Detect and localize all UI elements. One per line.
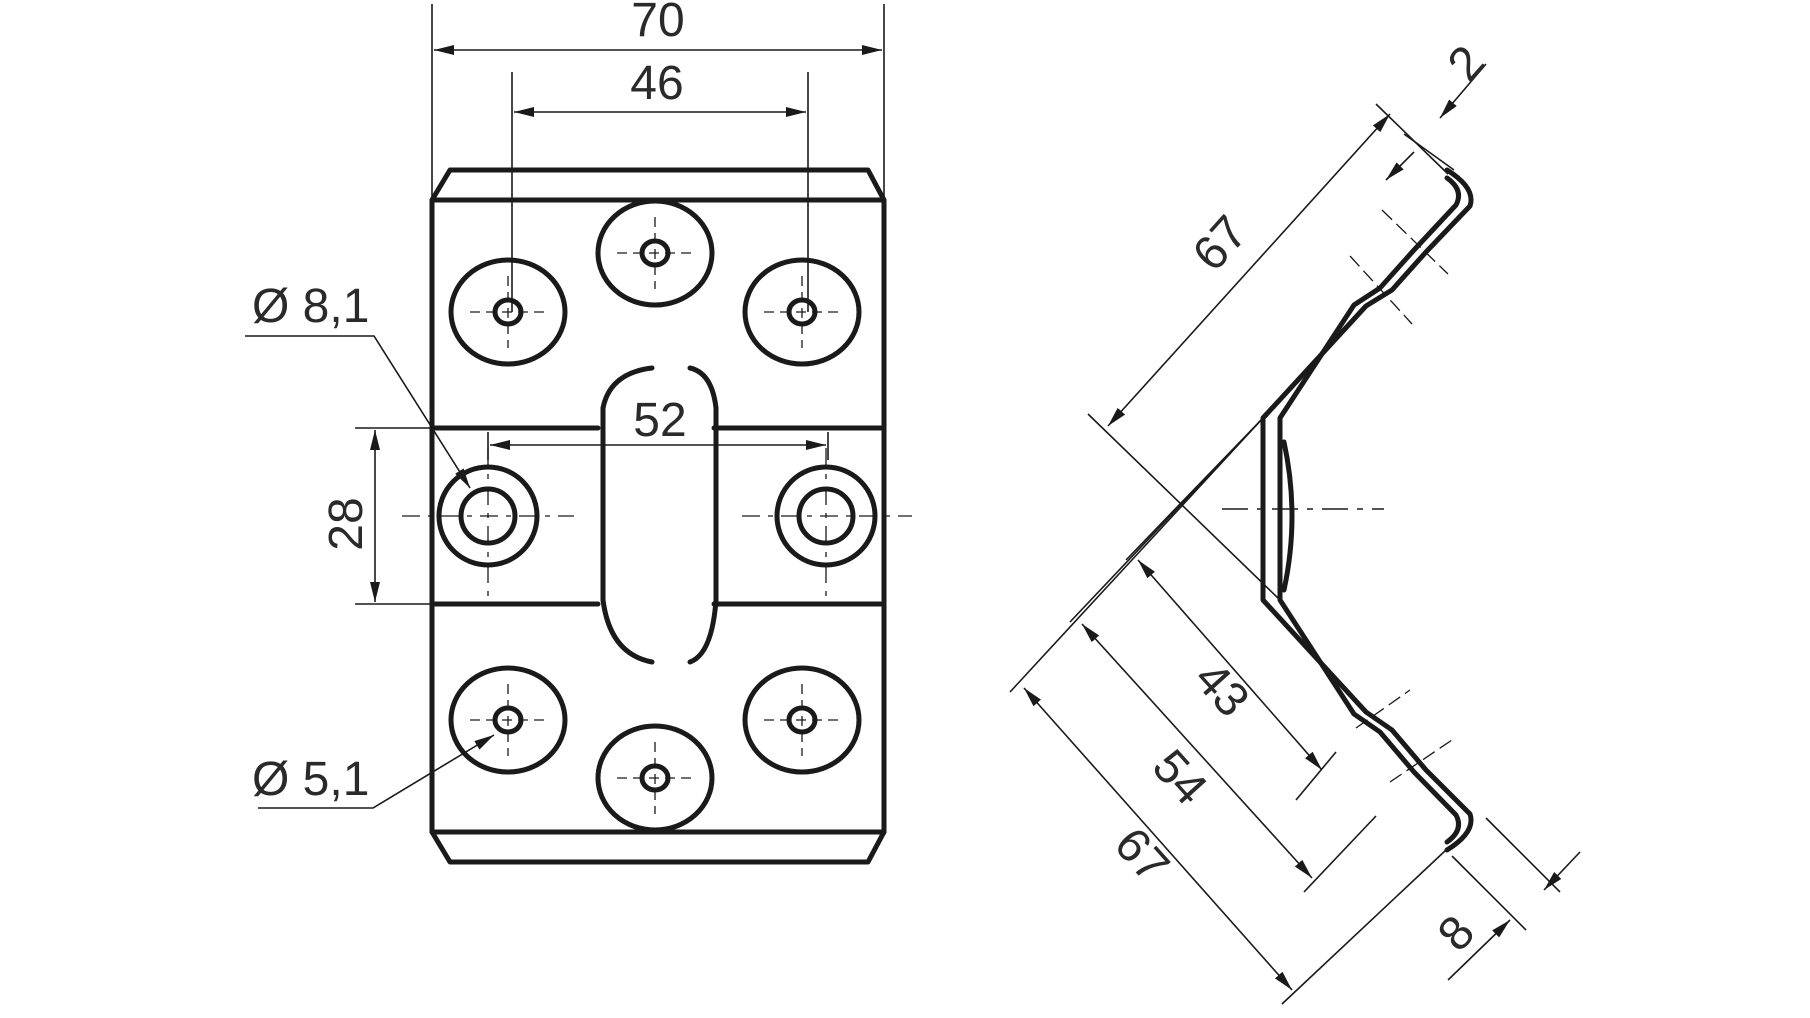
hole-mark-lower-2 (1389, 739, 1453, 783)
profile-center-bulge (1281, 439, 1295, 593)
small-hole-bottom-right (742, 665, 862, 775)
side-view: 67 2 43 54 67 (1009, 36, 1581, 1005)
large-hole-left (402, 448, 574, 600)
hole-mark-upper-1 (1381, 209, 1449, 275)
small-hole-bottom-left (448, 665, 568, 775)
leader-large-hole-diameter: Ø 8,1 (245, 280, 471, 489)
plate-outline (429, 167, 887, 865)
dimension-52: 52 (487, 394, 829, 460)
dimension-46-label: 46 (630, 57, 683, 110)
dimension-67-top-label: 67 (1183, 206, 1258, 281)
small-hole-top-center (595, 198, 715, 308)
small-hole-top-left (448, 257, 568, 367)
dimension-2-label: 2 (1438, 36, 1495, 91)
dimension-43: 43 (1125, 417, 1337, 801)
dimension-70: 70 (431, 0, 885, 200)
dimension-28: 28 (320, 427, 432, 605)
leader-small-hole-diameter: Ø 5,1 (252, 734, 495, 809)
dimension-67-top: 67 (1087, 103, 1449, 601)
large-hole-right (742, 448, 912, 600)
dimension-67-bottom-label: 67 (1104, 818, 1179, 893)
dimension-2: 2 (1385, 36, 1495, 181)
dimension-54-label: 54 (1142, 740, 1217, 815)
center-slot-top (600, 365, 719, 411)
dimension-28-label: 28 (320, 497, 373, 550)
small-hole-diameter-label: Ø 5,1 (252, 753, 369, 806)
center-slot-bottom (600, 597, 719, 665)
hole-mark-lower-1 (1355, 689, 1411, 729)
dimension-46: 46 (511, 57, 809, 312)
dimension-70-label: 70 (631, 0, 684, 47)
dimension-43-label: 43 (1184, 652, 1259, 727)
small-hole-top-right (742, 257, 862, 367)
front-view: 70 46 52 28 Ø 8,1 (245, 0, 912, 865)
dimension-52-label: 52 (633, 394, 686, 447)
small-hole-bottom-center (595, 723, 715, 833)
large-hole-diameter-label: Ø 8,1 (252, 280, 369, 333)
